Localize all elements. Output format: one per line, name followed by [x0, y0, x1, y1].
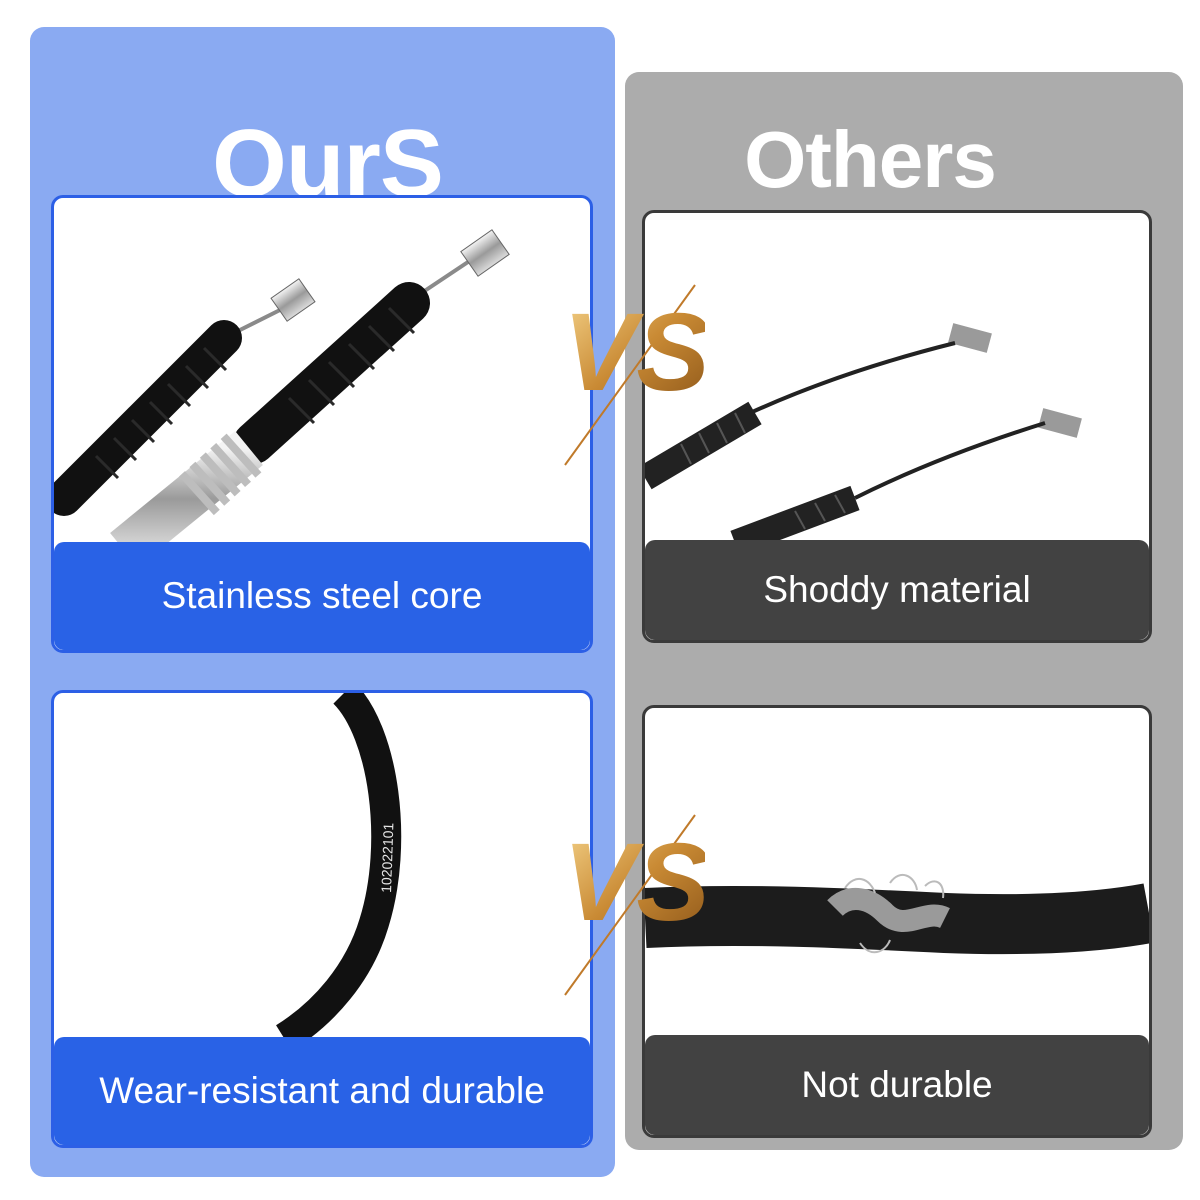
cable-marking: 102022101: [378, 822, 396, 893]
others-card-caption: Not durable: [645, 1035, 1149, 1135]
others-card-shoddy: Shoddy material: [642, 210, 1152, 643]
shoddy-cable-photo: [645, 323, 1082, 543]
vs-badge: VS: [563, 284, 705, 466]
vs-badge: VS: [563, 814, 705, 996]
ours-card-durable: 102022101 Wear-resistant and durable: [51, 690, 593, 1148]
others-card-not-durable: Not durable: [642, 705, 1152, 1138]
others-card-caption: Shoddy material: [645, 540, 1149, 640]
ours-card-caption: Stainless steel core: [54, 542, 590, 650]
others-heading: Others: [744, 115, 997, 204]
vs-text: VS: [563, 821, 705, 944]
durable-cable-photo: 102022101: [275, 693, 402, 1038]
ours-card-caption: Wear-resistant and durable: [54, 1037, 590, 1145]
ours-card-steel-core: Stainless steel core: [51, 195, 593, 653]
frayed-cable-photo: [645, 873, 1149, 955]
steel-core-cable-photo: [54, 229, 510, 550]
vs-text: VS: [563, 291, 705, 414]
